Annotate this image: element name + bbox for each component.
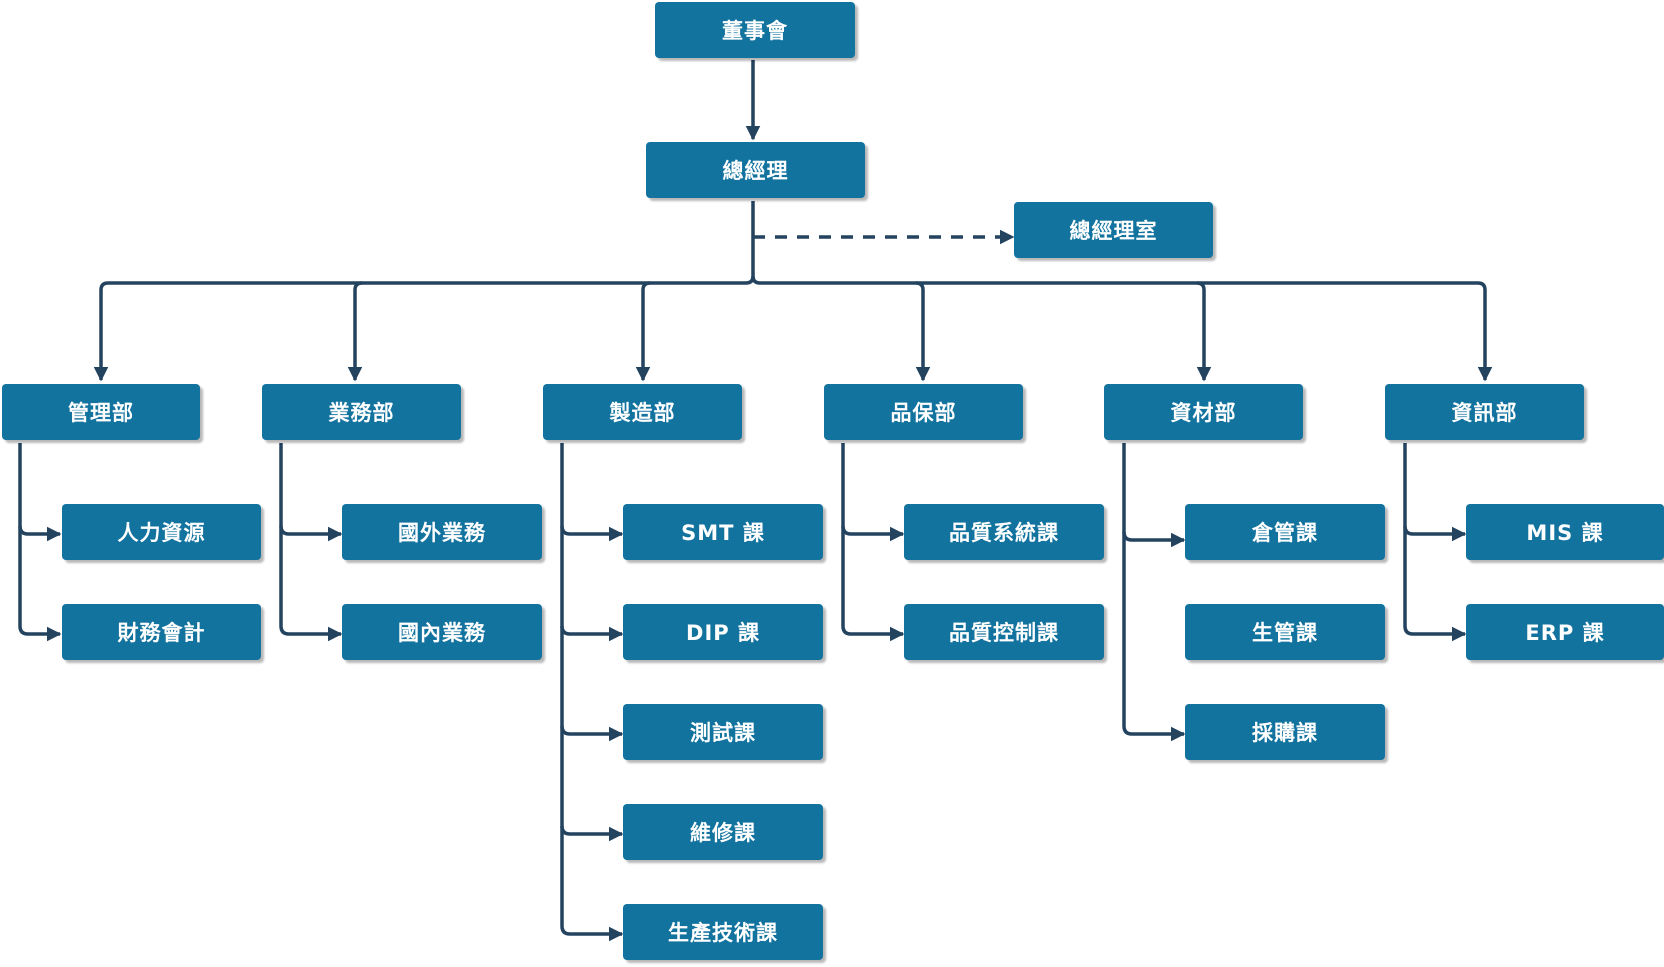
node-general-manager: 總經理 [646, 142, 865, 198]
node-management-dept: 管理部 [2, 384, 200, 440]
node-maintenance: 維修課 [623, 804, 823, 860]
node-testing: 測試課 [623, 704, 823, 760]
node-purchasing: 採購課 [1185, 704, 1385, 760]
connector-gm-bus [93, 201, 755, 382]
node-dip: DIP 課 [623, 604, 823, 660]
node-finance: 財務會計 [62, 604, 261, 660]
node-materials-dept: 資材部 [1104, 384, 1303, 440]
node-gm-office: 總經理室 [1014, 202, 1213, 258]
node-production-technology: 生產技術課 [623, 904, 823, 960]
node-manufacturing-dept: 製造部 [543, 384, 742, 440]
node-board: 董事會 [655, 2, 855, 58]
node-it-dept: 資訊部 [1385, 384, 1584, 440]
node-smt: SMT 課 [623, 504, 823, 560]
node-erp: ERP 課 [1466, 604, 1664, 660]
node-overseas-sales: 國外業務 [342, 504, 542, 560]
node-hr: 人力資源 [62, 504, 261, 560]
node-warehouse: 倉管課 [1185, 504, 1385, 560]
node-production-control: 生管課 [1185, 604, 1385, 660]
node-sales-dept: 業務部 [262, 384, 461, 440]
node-quality-system: 品質系統課 [904, 504, 1104, 560]
node-domestic-sales: 國內業務 [342, 604, 542, 660]
node-qa-dept: 品保部 [824, 384, 1023, 440]
node-quality-control: 品質控制課 [904, 604, 1104, 660]
node-mis: MIS 課 [1466, 504, 1664, 560]
